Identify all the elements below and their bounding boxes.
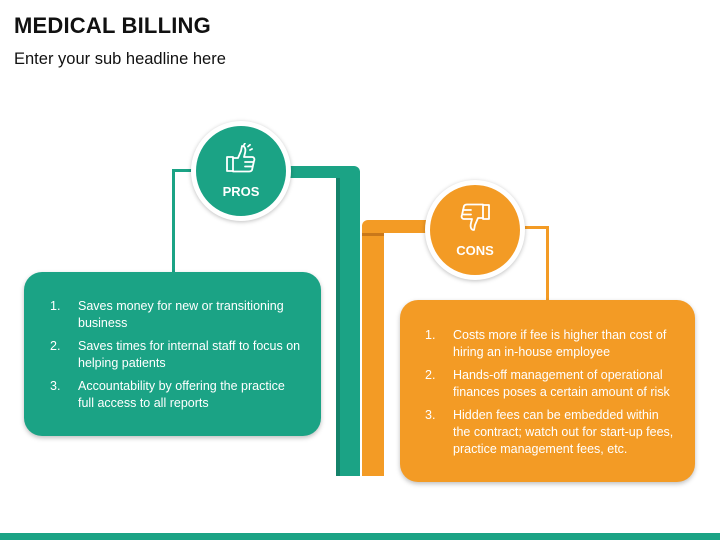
page-subtitle: Enter your sub headline here [14,50,226,68]
list-item: 2.Saves times for internal staff to focu… [50,339,301,370]
list-item: 1.Saves money for new or transitioning b… [50,299,284,330]
pros-bar-horizontal [290,166,360,178]
list-item: 3.Accountability by offering the practic… [50,379,285,410]
pros-list: 1.Saves money for new or transitioning b… [50,298,303,412]
footer-bar [0,533,720,540]
thumbs-down-icon [458,202,492,239]
cons-bar-horizontal [362,220,436,233]
cons-list: 1.Costs more if fee is higher than cost … [425,327,677,458]
cons-bar-shadow [362,233,384,236]
pros-connector-horizontal [172,169,198,172]
pros-bar-shadow [336,178,340,476]
cons-label: CONS [456,243,494,258]
cons-list-box: 1.Costs more if fee is higher than cost … [400,300,695,482]
list-item: 3.Hidden fees can be embedded within the… [425,408,674,456]
cons-connector-horizontal [525,226,549,229]
thumbs-up-icon [224,142,258,180]
cons-connector-vertical [546,226,549,302]
cons-circle: CONS [425,180,525,280]
cons-bar-vertical [362,233,384,476]
list-item: 1.Costs more if fee is higher than cost … [425,328,667,359]
pros-circle: PROS [191,121,291,221]
pros-label: PROS [222,184,260,199]
page-title: MEDICAL BILLING [14,13,211,38]
pros-list-box: 1.Saves money for new or transitioning b… [24,272,321,436]
pros-connector-vertical [172,169,175,273]
pros-bar-vertical [340,178,360,476]
list-item: 2.Hands-off management of operational fi… [425,368,670,399]
